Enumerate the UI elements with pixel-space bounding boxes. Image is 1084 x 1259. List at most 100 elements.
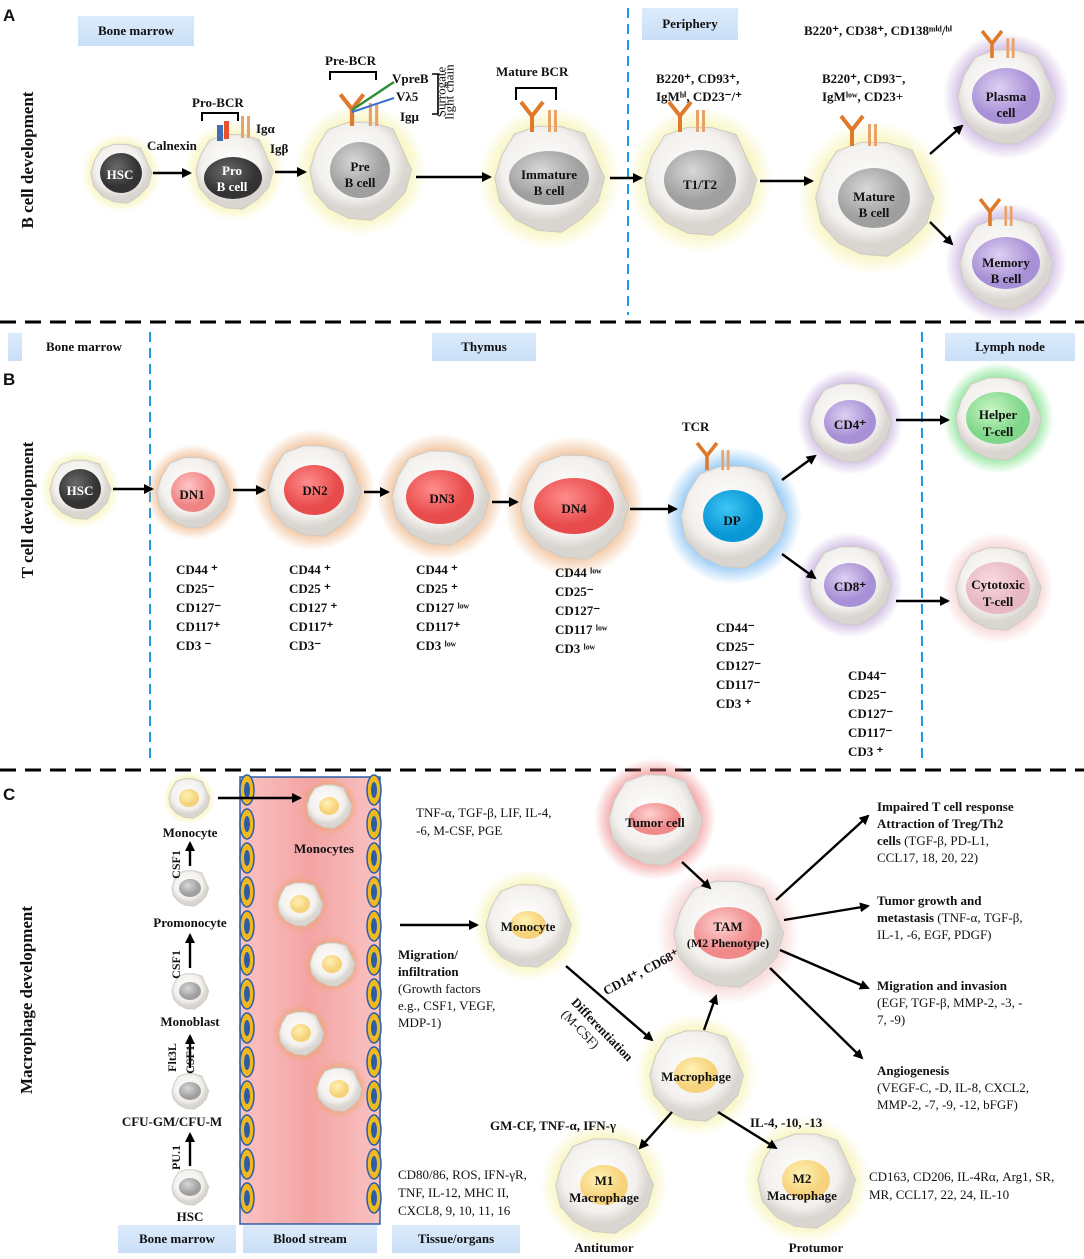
memory-receptor [978, 197, 1013, 226]
pre-b-label-2: B cell [344, 175, 376, 190]
mature-b-receptor [839, 114, 877, 146]
blood-monocyte-1 [299, 776, 359, 836]
migration-text-5: MDP-1) [398, 1015, 442, 1030]
cytotoxic-t-cell [942, 532, 1054, 644]
monoblast-cell [171, 973, 210, 1010]
immature-b-cell [477, 106, 621, 250]
tam-label-1: TAM [713, 919, 743, 934]
m1-stimuli-label: GM-CF, TNF-α, IFN-γ [490, 1118, 616, 1133]
blood-monocyte-3 [302, 934, 362, 994]
cd8-label: CD8⁺ [833, 579, 867, 594]
cd4-label: CD4⁺ [833, 417, 867, 432]
arrow-macrophage-tam [702, 994, 719, 1031]
macrophage-cell [635, 1014, 757, 1136]
csf1-label-c: CSF1 [182, 1045, 197, 1074]
thymus-label: Thymus [432, 333, 536, 361]
t-cell-development-title: T cell development [18, 441, 37, 579]
lymph-node-label: Lymph node [945, 333, 1075, 361]
migration-text-4: e.g., CSF1, VEGF, [398, 998, 496, 1013]
monocyte-lineage-cell [162, 771, 216, 825]
arrow-tam-immune [775, 814, 870, 901]
periphery-label: Periphery [642, 8, 738, 40]
arrow-mat-plasma [929, 124, 964, 155]
m1-macrophage-cell [540, 1121, 668, 1249]
tissue-organs-label: Tissue/organs [392, 1225, 520, 1253]
dn2-markers: CD44 ⁺CD25 ⁺CD127 ⁺CD117⁺CD3⁻ [289, 562, 338, 653]
tumor-cell-label: Tumor cell [625, 815, 685, 830]
dn3-label: DN3 [429, 491, 455, 506]
dp-markers: CD44⁻CD25⁻CD127⁻CD117⁻CD3 ⁺ [716, 620, 762, 711]
m1-markers-1: CD80/86, ROS, IFN-γR, [398, 1167, 527, 1182]
m2-label-2: Macrophage [767, 1188, 837, 1203]
dn1-cell [145, 444, 241, 540]
monocytes-label: Monocytes [294, 841, 354, 856]
mature-bcr-bracket [515, 87, 557, 100]
vpreb-label: VpreB [392, 71, 429, 86]
cd8-markers: CD44⁻CD25⁻CD127⁻CD117⁻CD3 ⁺ [848, 668, 894, 759]
dn2-cell [253, 429, 375, 551]
mature-b-label-2: B cell [858, 205, 890, 220]
panel-label-b: B [3, 370, 16, 389]
cd4-cell [797, 369, 903, 475]
calnexin-label: Calnexin [147, 138, 197, 153]
csf1-label-b: CSF1 [168, 950, 183, 979]
bone-marrow-label-b: Bone marrow [46, 339, 122, 354]
hsc-cell-a [81, 133, 161, 213]
monocyte-tissue-label: Monocyte [500, 919, 556, 934]
hsc-label-c: HSC [176, 1209, 204, 1224]
iga-label: Igα [256, 121, 275, 136]
tam-label-2: (M2 Phenotype) [686, 936, 770, 950]
dn3-cell [376, 433, 504, 561]
igmu-label: Igμ [400, 109, 419, 124]
dp-cell [664, 447, 802, 585]
vl5-label: Vλ5 [396, 89, 419, 104]
immature-b-label-1: Immature [520, 167, 578, 182]
immature-b-label-2: B cell [533, 183, 565, 198]
hsc-label-a: HSC [106, 167, 134, 182]
pro-b-label-1: Pro [222, 163, 242, 178]
bone-marrow-label-c: Bone marrow [118, 1225, 236, 1253]
pu1-label: PU.1 [169, 1145, 183, 1170]
plasma-markers: B220⁺, CD38⁺, CD138ᵐⁱᵈ/ʰⁱ [804, 23, 953, 38]
pro-bcr-mark [224, 121, 229, 139]
bone-marrow-marker [8, 333, 22, 361]
migration-text-3: (Growth factors [398, 981, 481, 996]
cytokines-text-1: TNF-α, TGF-β, LIF, IL-4, [416, 805, 552, 820]
t1t2-label: T1/T2 [683, 177, 717, 192]
pro-bcr-bracket [201, 112, 239, 121]
vl5-line [351, 97, 395, 113]
mature-markers-1: B220⁺, CD93⁻, [822, 71, 906, 86]
igb-label: Igβ [270, 141, 289, 156]
pro-b-cell [183, 120, 285, 222]
arrow-tam-growth [783, 902, 870, 922]
csf1-label-a: CSF1 [168, 850, 183, 879]
monoblast-label: Monoblast [160, 1014, 220, 1029]
flt3l-label: Flt3L [164, 1043, 179, 1072]
dn2-label: DN2 [302, 483, 328, 498]
vpreb-line [351, 80, 395, 112]
m1-markers-2: TNF, IL-12, MHC II, [398, 1185, 509, 1200]
cytotoxic-label-1: Cytotoxic [971, 577, 1025, 592]
tumor-cell [594, 758, 716, 880]
macrophage-development-title: Macrophage development [17, 905, 36, 1095]
promonocyte-label: Promonocyte [153, 915, 227, 930]
arrow-dp-cd8 [781, 553, 817, 580]
migration-text-2: infiltration [398, 964, 459, 979]
m2-markers-1: CD163, CD206, IL-4Rα, Arg1, SR, [869, 1169, 1055, 1184]
arrow-mat-memory [929, 221, 954, 246]
cfu-cell [171, 1073, 210, 1110]
pre-b-label-1: Pre [350, 159, 370, 174]
dn1-label: DN1 [179, 487, 205, 502]
macrophage-label: Macrophage [661, 1069, 731, 1084]
pre-b-cell [294, 104, 426, 236]
arrow-monocyte-macrophage [565, 965, 654, 1042]
panel-label-a: A [3, 6, 16, 25]
pre-bcr-label: Pre-BCR [325, 53, 377, 68]
tissue-monocyte-cell [472, 869, 584, 981]
cd8-cell [797, 532, 903, 638]
tam-cell [656, 861, 800, 1005]
m1-markers-3: CXCL8, 9, 10, 11, 16 [398, 1203, 511, 1218]
dn4-cell [504, 436, 644, 576]
